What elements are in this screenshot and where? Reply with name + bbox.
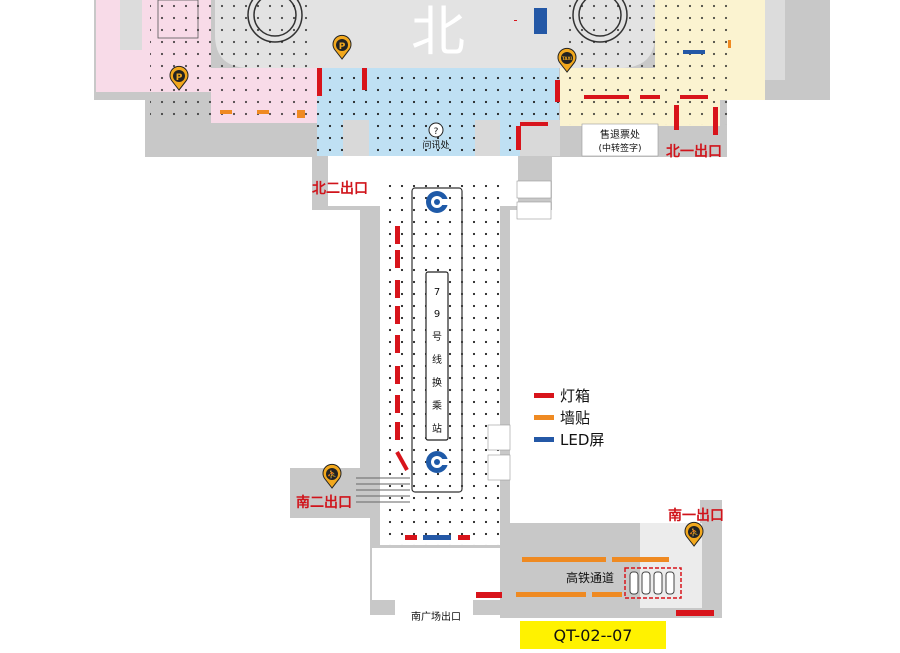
code-label: QT-02--07 xyxy=(554,626,633,645)
light-boxes xyxy=(317,20,718,616)
transfer-char-3: 号 xyxy=(432,331,442,343)
legend-led-label: LED屏 xyxy=(560,431,604,449)
exit-south-2: 南二出口 xyxy=(296,494,352,511)
transfer-station-box xyxy=(411,187,463,493)
exit-south-plaza: 南广场出口 xyxy=(411,610,461,623)
walk-pin-label: ⛹ xyxy=(689,527,699,537)
parking-pin-label: P xyxy=(176,73,183,83)
info-desk-symbol: ? xyxy=(434,127,439,137)
hsr-gate-area xyxy=(624,567,682,599)
hsr-gates xyxy=(629,571,675,595)
legend-lightbox-swatch xyxy=(534,393,554,398)
wall-stickers xyxy=(220,40,731,597)
south-2-stairs xyxy=(356,477,410,503)
legend-wallsticker-swatch xyxy=(534,415,554,420)
transfer-char-1: 7 xyxy=(434,287,440,298)
legend: 灯箱 墙贴 LED屏 xyxy=(534,387,604,449)
transfer-char-7: 站 xyxy=(432,422,442,435)
info-desk-label: 问讯处 xyxy=(422,139,449,151)
transfer-station-label: 7 9 号 线 换 乘 站 xyxy=(432,287,442,435)
legend-lightbox-label: 灯箱 xyxy=(560,387,590,405)
code-label-box xyxy=(520,621,666,649)
legend-wallsticker-label: 墙贴 xyxy=(560,409,590,427)
transfer-station-inner xyxy=(425,271,449,441)
ticket-office: 售退票处 (中转签字) xyxy=(581,123,659,157)
ticket-office-line1: 售退票处 xyxy=(600,128,640,141)
exit-north-2: 北二出口 xyxy=(312,180,368,197)
cream-zone-dots xyxy=(560,0,730,125)
legend-led-swatch xyxy=(534,437,554,442)
taxi-pin-icon: TAXI xyxy=(557,47,577,73)
transfer-char-4: 线 xyxy=(432,353,442,366)
transfer-char-5: 换 xyxy=(432,376,442,389)
hsr-passage-label: 高铁通道 xyxy=(566,570,614,585)
south-plaza-area xyxy=(372,548,500,600)
info-desk: ? 问讯处 xyxy=(422,122,450,151)
subway-logo-icon xyxy=(426,451,448,473)
transfer-char-2: 9 xyxy=(434,309,440,320)
transfer-char-6: 乘 xyxy=(432,400,442,412)
walk-pin-label: ⛹ xyxy=(327,469,337,479)
subway-logo-icon xyxy=(426,191,448,213)
ticket-office-line2: (中转签字) xyxy=(598,142,641,154)
led-screens xyxy=(423,8,705,540)
info-desk-icon xyxy=(428,122,444,138)
walk-pin-icon: ⛹ xyxy=(322,463,342,489)
exit-north-1: 北一出口 xyxy=(666,143,722,160)
parking-pin-icon: P xyxy=(332,34,352,60)
south-direction-char: 南 xyxy=(307,546,359,606)
pink-zone-dots xyxy=(150,0,315,120)
parking-pin-icon: P xyxy=(169,65,189,91)
taxi-pin-label: TAXI xyxy=(562,56,573,61)
exit-south-1: 南一出口 xyxy=(668,507,724,524)
walk-pin-icon: ⛹ xyxy=(684,521,704,547)
north-direction-char: 北 xyxy=(411,0,465,63)
parking-pin-label: P xyxy=(339,42,346,52)
diagonal-light-box xyxy=(395,451,409,471)
